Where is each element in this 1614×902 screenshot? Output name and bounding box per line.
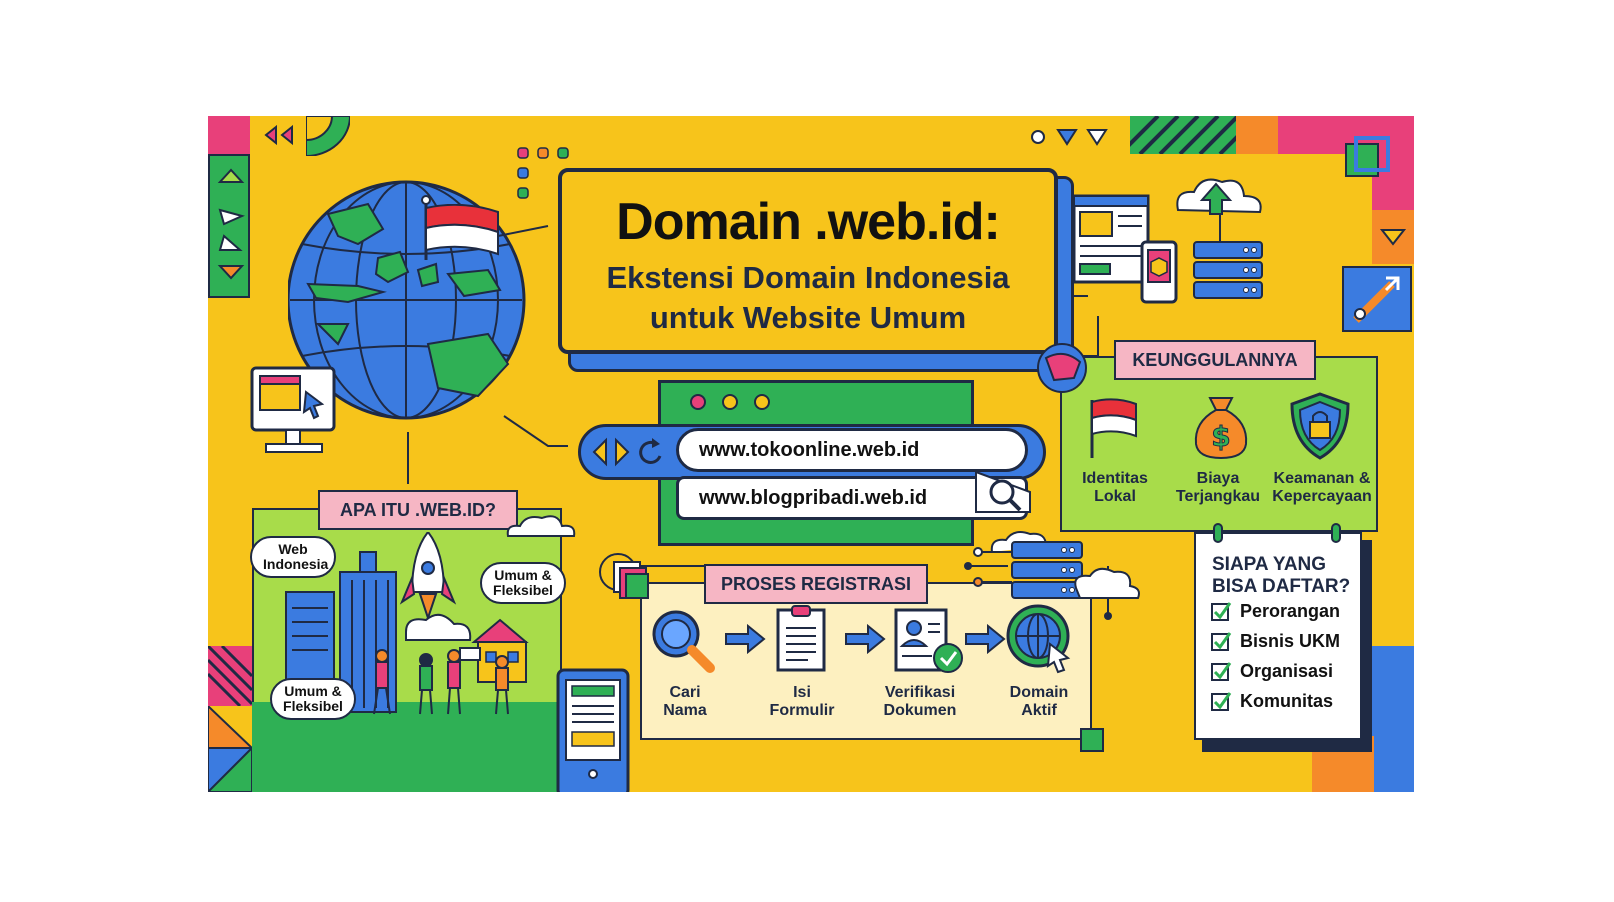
globe-cursor-icon (1006, 604, 1071, 674)
registration-corner-square (1080, 728, 1104, 752)
clipboard-icon (776, 605, 826, 672)
who-item-3: Organisasi (1210, 660, 1333, 682)
who-item-4: Komunitas (1210, 690, 1333, 712)
arrow-right-icon (725, 624, 766, 654)
browser-nav-icons[interactable] (590, 434, 670, 470)
quarter-circle-shape (306, 116, 350, 156)
top-right-orange-block (1236, 116, 1278, 154)
page-title: Domain .web.id: (616, 193, 1001, 251)
registration-panel (640, 582, 1092, 740)
document-verify-icon (894, 608, 963, 673)
tablet-device-icon (556, 668, 630, 792)
globe-small-icon (1037, 343, 1087, 393)
corner-block-pink (208, 116, 250, 154)
arrow-right-icon (845, 624, 886, 654)
dot-grid-icon (517, 147, 569, 199)
browser-dots-icon (690, 394, 770, 410)
who-item-1: Perorangan (1210, 600, 1340, 622)
what-is-heading: APA ITU .WEB.ID? (318, 490, 518, 530)
striped-block-shape (1130, 116, 1236, 154)
page-subtitle-line1: Ekstensi Domain Indonesia (606, 260, 1010, 295)
indonesia-flag-icon (425, 204, 499, 256)
advantage-label-3: Keamanan &Kepercayaan (1272, 470, 1372, 505)
bubble-umum-fleksibel-left: Umum & Fleksibel (270, 678, 356, 720)
title-box: Domain .web.id: Ekstensi Domain Indonesi… (558, 168, 1058, 354)
bubble-web-indonesia: Web Indonesia (250, 536, 336, 578)
url-field-primary[interactable]: www.tokoonline.web.id (676, 428, 1028, 472)
shield-lock-icon (1290, 392, 1350, 460)
checkbox-checked-icon (1211, 602, 1232, 621)
page-subtitle-line2: untuk Website Umum (649, 300, 967, 335)
left-bottom-triangles (208, 706, 252, 792)
nested-squares-shape (1345, 136, 1390, 177)
cloud-icon (506, 515, 576, 537)
money-bag-icon: $ (1194, 397, 1248, 460)
down-triangle-icon (1380, 229, 1406, 246)
who-item-2: Bisnis UKM (1210, 630, 1340, 652)
arrow-right-icon (965, 624, 1006, 654)
card-pins (1213, 523, 1341, 543)
poster: Domain .web.id: Ekstensi Domain Indonesi… (208, 116, 1414, 792)
right-blue-bottom-block (1372, 646, 1414, 792)
registration-heading: PROSES REGISTRASI (704, 564, 928, 604)
checkbox-checked-icon (1211, 692, 1232, 711)
checkbox-checked-icon (1211, 662, 1232, 681)
server-cloud-icon (973, 531, 1140, 599)
bubble-umum-fleksibel-right: Umum & Fleksibel (480, 562, 566, 604)
svg-text:$: $ (1211, 420, 1230, 453)
stacked-papers-icon (599, 553, 649, 599)
pencil-ruler-icon (1353, 276, 1400, 323)
indonesia-flag-small-icon (1090, 398, 1137, 458)
rewind-arrows-icon (264, 124, 293, 146)
advantages-heading: KEUNGGULANNYA (1114, 340, 1316, 380)
triangle-shapes-icon (217, 168, 245, 280)
search-magnifier-icon[interactable] (972, 468, 1034, 516)
devices-cloud-server-icon (1072, 178, 1263, 304)
left-pink-striped-block (208, 646, 252, 706)
magnifier-icon (652, 610, 715, 673)
circle-triangle-shapes-icon (1031, 129, 1108, 146)
url-field-secondary[interactable]: www.blogpribadi.web.id (676, 476, 1028, 520)
checkbox-checked-icon (1211, 632, 1232, 651)
computer-monitor-icon (250, 366, 336, 453)
